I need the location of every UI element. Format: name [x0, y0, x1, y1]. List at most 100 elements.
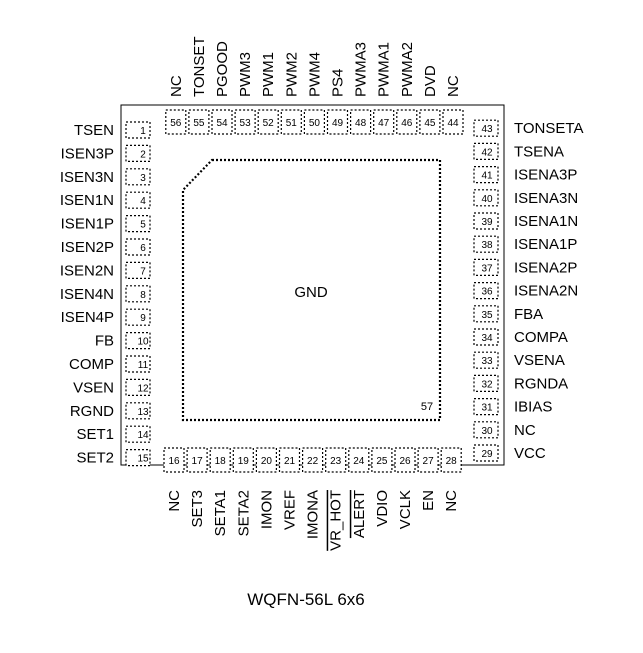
- pin-number-12: 12: [137, 383, 149, 394]
- pin-label-ibias: IBIAS: [514, 399, 552, 416]
- center-label: GND: [294, 284, 328, 301]
- pin-number-10: 10: [137, 337, 149, 348]
- pin-pad-47: [373, 109, 395, 135]
- pin-number-46: 46: [401, 118, 413, 129]
- pin-label-isen2n: ISEN2N: [60, 262, 114, 279]
- pin-label-pwm4: PWM4: [306, 52, 323, 97]
- pin-pad-10: [125, 332, 151, 350]
- pin-number-21: 21: [284, 456, 296, 467]
- pin-number-19: 19: [238, 456, 250, 467]
- pin-pad-21: [278, 447, 301, 473]
- pin-pad-49: [326, 109, 349, 135]
- pin-number-5: 5: [140, 220, 146, 231]
- pin-pad-41: [473, 166, 499, 184]
- pin-number-55: 55: [193, 118, 205, 129]
- pin-pad-44: [442, 109, 464, 135]
- pin-number-43: 43: [481, 124, 493, 135]
- pin-pad-45: [419, 109, 441, 135]
- pin-number-7: 7: [140, 266, 146, 277]
- pin-label-nc: NC: [168, 75, 185, 97]
- pin-label-seta2: SETA2: [235, 490, 252, 536]
- pin-label-vsena: VSENA: [514, 352, 565, 369]
- pin-number-11: 11: [138, 360, 149, 371]
- pin-number-37: 37: [481, 263, 493, 274]
- pin-pad-26: [394, 447, 416, 473]
- pin-number-54: 54: [216, 118, 228, 129]
- pin-pad-23: [325, 447, 347, 473]
- pin-label-alert: ALERT: [351, 490, 368, 538]
- pin-number-18: 18: [215, 456, 227, 467]
- pin-label-ps4: PS4: [330, 69, 347, 97]
- pin-label-isena2n: ISENA2N: [514, 283, 578, 300]
- pin-label-set3: SET3: [189, 490, 206, 528]
- pin-pad-7: [125, 261, 151, 279]
- pin-label-tonseta: TONSETA: [514, 120, 583, 137]
- pin-number-41: 41: [481, 171, 493, 182]
- pin-number-24: 24: [353, 456, 365, 467]
- pin-label-pwma1: PWMA1: [376, 42, 393, 97]
- pin-pad-43: [473, 119, 499, 137]
- pin-number-23: 23: [330, 456, 342, 467]
- pin-number-16: 16: [168, 456, 180, 467]
- pin-label-dvd: DVD: [422, 65, 439, 97]
- pin-number-42: 42: [481, 147, 493, 158]
- package-label: WQFN-56L 6x6: [247, 590, 364, 609]
- pin-number-29: 29: [481, 449, 493, 460]
- pin-pad-8: [125, 285, 151, 303]
- pin-label-tsena: TSENA: [514, 143, 564, 160]
- pin-label-isena3n: ISENA3N: [514, 190, 578, 207]
- pin-number-26: 26: [399, 456, 411, 467]
- pin-pad-27: [417, 447, 439, 473]
- pin-pad-16: [163, 447, 185, 473]
- pin-label-vref: VREF: [282, 490, 299, 530]
- pin-label-imon: IMON: [258, 490, 275, 529]
- pin-label-isen2p: ISEN2P: [61, 239, 114, 256]
- pin-pad-9: [125, 308, 151, 326]
- exposed-pad: [181, 158, 442, 422]
- pin-pad-52: [257, 109, 279, 135]
- pin-number-33: 33: [481, 356, 493, 367]
- pin-pad-46: [396, 109, 418, 135]
- pin-label-pwma3: PWMA3: [353, 42, 370, 97]
- pin-pad-3: [125, 168, 151, 186]
- pin-label-imona: IMONA: [305, 490, 322, 539]
- pin-label-tsen: TSEN: [74, 122, 114, 139]
- pin-label-pwma2: PWMA2: [399, 42, 416, 97]
- pin-number-15: 15: [137, 454, 149, 465]
- pin-label-pwm1: PWM1: [260, 52, 277, 97]
- pin-label-set2: SET2: [76, 450, 114, 467]
- pin-label-isena2p: ISENA2P: [514, 259, 577, 276]
- pin-pad-33: [473, 351, 499, 369]
- pin-number-3: 3: [140, 173, 146, 184]
- pin-label-vcc: VCC: [514, 445, 546, 462]
- pin-number-4: 4: [140, 196, 146, 207]
- pin-pad-54: [211, 109, 233, 135]
- pin-number-8: 8: [140, 290, 146, 301]
- pin-number-35: 35: [481, 310, 493, 321]
- pin-number-20: 20: [261, 456, 273, 467]
- pin-pad-6: [125, 238, 151, 256]
- pin-number-44: 44: [447, 118, 459, 129]
- pin-pad-22: [302, 447, 324, 473]
- pin-pad-13: [125, 402, 151, 420]
- pin-pad-50: [303, 109, 325, 135]
- pin-number-17: 17: [192, 456, 204, 467]
- pin-pad-38: [473, 235, 499, 253]
- pin-number-50: 50: [309, 118, 321, 129]
- pin-label-isena3p: ISENA3P: [514, 167, 577, 184]
- pin-pad-31: [473, 398, 499, 416]
- pin-number-1: 1: [140, 126, 146, 137]
- pin-number-52: 52: [263, 118, 275, 129]
- pin-label-vclk: VCLK: [397, 490, 414, 529]
- pin-pad-20: [255, 447, 277, 473]
- pin-label-comp: COMP: [69, 356, 114, 373]
- pin-pad-48: [350, 109, 372, 135]
- pin-number-39: 39: [481, 217, 493, 228]
- pin-label-pgood: PGOOD: [214, 41, 231, 97]
- pin-pad-36: [473, 282, 499, 300]
- pin-label-vdio: VDIO: [374, 490, 391, 527]
- pin-pad-25: [371, 447, 393, 473]
- pin-number-28: 28: [446, 456, 458, 467]
- pin-number-2: 2: [140, 149, 146, 160]
